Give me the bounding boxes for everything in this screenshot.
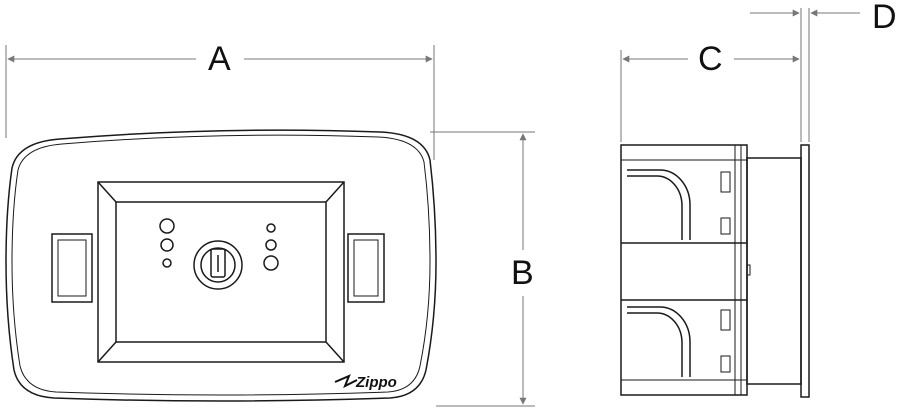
right-clip <box>347 233 385 303</box>
dimension-b-label: B <box>511 254 534 292</box>
side-view <box>620 144 810 398</box>
led-right-1 <box>266 223 276 233</box>
front-plate-inner-outline <box>11 134 431 396</box>
front-plate-outline <box>5 129 437 402</box>
dimension-a-label: A <box>208 40 231 78</box>
led-right-2 <box>265 239 277 251</box>
led-left-1 <box>159 218 175 234</box>
key-cylinder-inner <box>200 247 236 283</box>
dimension-c-label: C <box>698 40 723 78</box>
side-plate-face <box>800 144 810 398</box>
left-clip <box>51 233 93 303</box>
dimension-lines <box>5 8 860 407</box>
logo-text: Zippo <box>355 374 397 391</box>
led-left-2 <box>160 238 174 252</box>
lower-arch <box>627 306 691 377</box>
led-left-3 <box>162 258 172 268</box>
side-body <box>620 144 748 396</box>
dimension-d-label: D <box>872 0 897 36</box>
key-cylinder-outer <box>193 240 243 290</box>
side-plate-step <box>746 157 802 385</box>
key-slot-icon <box>210 248 226 278</box>
upper-arch <box>627 169 691 240</box>
zippo-logo: Zippo <box>334 374 397 391</box>
key-bezel-outer <box>97 181 345 363</box>
key-bezel-inner <box>115 201 327 343</box>
led-right-3 <box>263 255 279 271</box>
front-view <box>5 129 437 402</box>
